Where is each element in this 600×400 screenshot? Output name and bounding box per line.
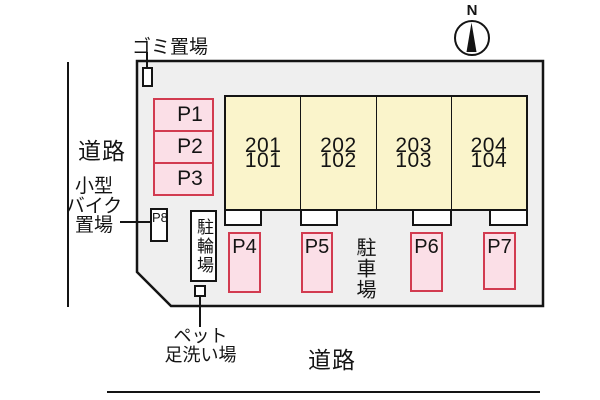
unit-lower-number: 103 — [395, 149, 432, 172]
unit-lower-number: 101 — [244, 149, 282, 172]
unit-lower-number: 102 — [320, 149, 357, 172]
entrance-porch — [489, 209, 528, 226]
parking-block-left: P1 P2 P3 — [153, 98, 214, 196]
entrance-porch — [412, 209, 452, 226]
pet-wash-box — [194, 285, 206, 297]
pet-wash-label-line1: ペット — [173, 326, 228, 346]
entrance-porch — [224, 209, 262, 226]
unit-upper-number: 203 — [395, 133, 432, 157]
garbage-area-label: ゴミ置場 — [131, 37, 208, 58]
road-bottom-line — [107, 391, 540, 393]
small-bike-area-label: 小型 バイク 置場 — [60, 177, 128, 236]
garbage-area-box — [142, 67, 153, 87]
building-unit-1: 201 101 — [226, 97, 300, 209]
building: 201 101 202 102 203 103 204 104 — [224, 95, 528, 211]
parking-spot-p5: P5 — [301, 232, 333, 293]
garbage-leader-line — [146, 52, 148, 70]
pet-wash-label-line2: 足洗い場 — [164, 345, 237, 365]
unit-upper-number: 201 — [244, 133, 282, 157]
entrance-porch — [300, 209, 338, 226]
parking-spot-p1: P1 — [177, 103, 203, 126]
compass-needle-icon — [466, 22, 477, 52]
bike-area-leader-line — [120, 221, 150, 223]
parking-spot-p2: P2 — [155, 130, 212, 162]
road-left-line — [67, 62, 69, 307]
building-unit-3: 203 103 — [375, 97, 451, 209]
parking-spot-p4: P4 — [228, 232, 261, 293]
small-bike-area-label-line3: 置場 — [74, 215, 113, 236]
small-bike-area-label-line2: バイク — [65, 195, 123, 217]
unit-lower-number: 104 — [470, 149, 508, 172]
parking-spot-p3: P3 — [155, 162, 212, 194]
compass-north-label: N — [466, 2, 478, 19]
pet-wash-leader-line — [199, 297, 201, 327]
road-bottom-label: 道路 — [308, 347, 356, 373]
road-left-label: 道路 — [78, 138, 126, 164]
building-unit-4: 204 104 — [450, 97, 526, 209]
parking-spot-p7: P7 — [483, 232, 516, 290]
unit-upper-number: 202 — [320, 133, 357, 157]
bike-spot-p8: P8 — [150, 208, 168, 242]
unit-upper-number: 204 — [470, 133, 508, 157]
building-unit-2: 202 102 — [300, 97, 375, 209]
car-parking-label: 駐車場 — [353, 236, 375, 300]
pet-wash-label: ペット 足洗い場 — [154, 327, 247, 365]
bicycle-parking-box: 駐輪場 — [190, 210, 217, 282]
parking-spot-p6: P6 — [410, 232, 443, 292]
small-bike-area-label-line1: 小型 — [74, 176, 113, 197]
compass-icon — [454, 20, 490, 56]
